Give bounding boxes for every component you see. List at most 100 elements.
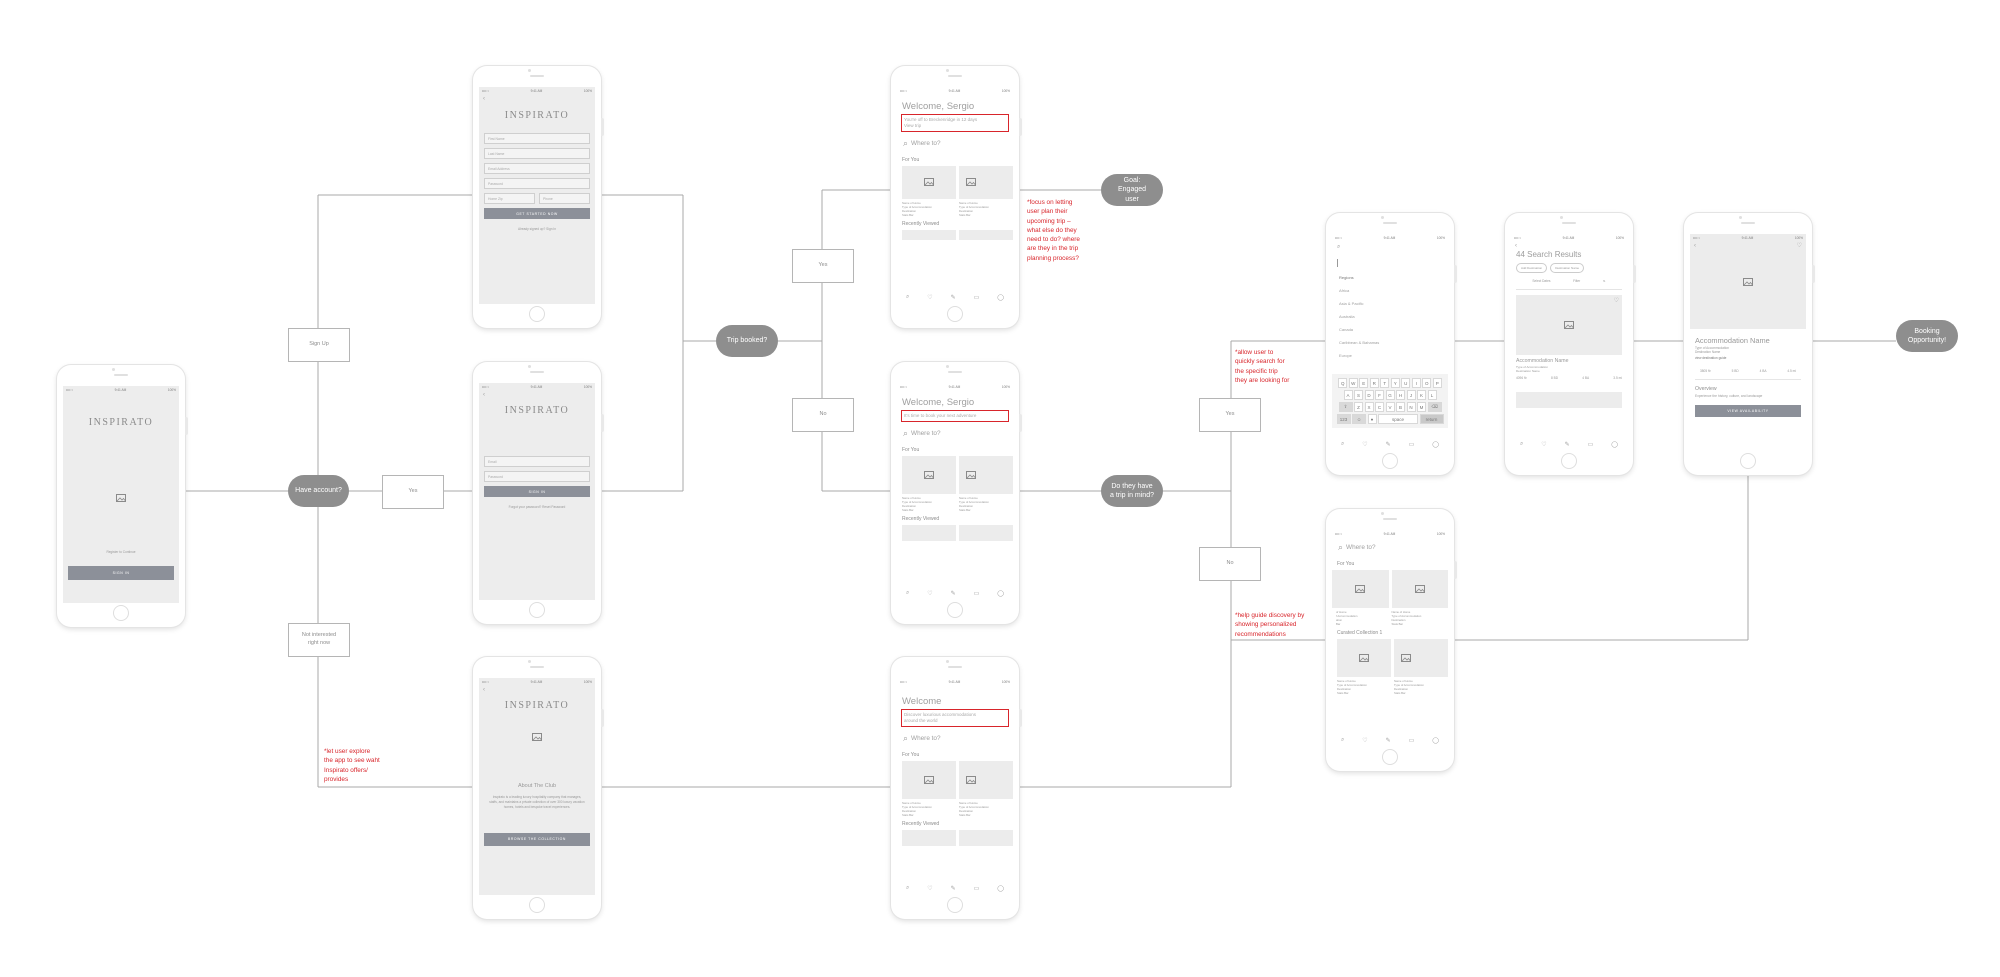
key[interactable]: H: [1396, 390, 1405, 400]
key[interactable]: P: [1432, 378, 1442, 388]
tab-plan-icon[interactable]: ✎: [1564, 441, 1570, 448]
tab-favorites-icon[interactable]: ♡: [927, 590, 933, 597]
region-item[interactable]: Australia: [1339, 314, 1355, 319]
select-dates-tab[interactable]: Select Dates: [1532, 279, 1551, 283]
result-image[interactable]: ♡: [1516, 295, 1622, 355]
emoji-key-icon[interactable]: ☺: [1352, 414, 1366, 424]
numbers-key[interactable]: 123: [1336, 414, 1351, 424]
key[interactable]: K: [1417, 390, 1426, 400]
key[interactable]: L: [1427, 390, 1437, 400]
accommodation-card[interactable]: Name of Home Type of Accommodation Desti…: [959, 760, 1013, 817]
sign-in-button[interactable]: SIGN IN: [68, 566, 174, 580]
key[interactable]: S: [1354, 390, 1363, 400]
tab-search-icon[interactable]: ⌕: [1519, 440, 1524, 447]
key[interactable]: I: [1411, 378, 1421, 388]
tab-profile-icon[interactable]: ◯: [997, 294, 1004, 301]
key[interactable]: T: [1380, 378, 1390, 388]
tab-plan-icon[interactable]: ✎: [950, 885, 956, 892]
password-field[interactable]: Password: [484, 471, 590, 482]
tab-favorites-icon[interactable]: ♡: [927, 885, 933, 892]
tab-trips-icon[interactable]: ▭: [973, 885, 980, 892]
email-field[interactable]: Email: [484, 456, 590, 467]
space-key[interactable]: space: [1378, 414, 1418, 424]
key[interactable]: A: [1343, 390, 1353, 400]
tab-trips-icon[interactable]: ▭: [1587, 441, 1594, 448]
tab-profile-icon[interactable]: ◯: [1432, 441, 1439, 448]
back-icon[interactable]: ‹: [483, 687, 485, 693]
tab-trips-icon[interactable]: ▭: [1408, 441, 1415, 448]
key[interactable]: N: [1406, 402, 1416, 412]
back-icon[interactable]: ‹: [1515, 243, 1517, 249]
key[interactable]: R: [1369, 378, 1379, 388]
last-name-field[interactable]: Last Name: [484, 148, 590, 159]
key[interactable]: G: [1385, 390, 1395, 400]
key[interactable]: B: [1396, 402, 1405, 412]
region-item[interactable]: Asia & Pacific: [1339, 301, 1364, 306]
return-key[interactable]: return: [1419, 414, 1444, 424]
tab-search-icon[interactable]: ⌕: [905, 884, 910, 891]
region-item[interactable]: Caribbean & Bahamas: [1339, 340, 1380, 345]
tab-trips-icon[interactable]: ▭: [973, 590, 980, 597]
heart-icon[interactable]: ♡: [1613, 298, 1619, 304]
key[interactable]: C: [1375, 402, 1384, 412]
back-icon[interactable]: ‹: [483, 96, 485, 102]
key[interactable]: W: [1348, 378, 1358, 388]
first-name-field[interactable]: First Name: [484, 133, 590, 144]
shift-key-icon[interactable]: ⇧: [1338, 402, 1353, 412]
key[interactable]: U: [1401, 378, 1411, 388]
get-started-button[interactable]: GET STARTED NOW: [484, 208, 590, 219]
phone-field[interactable]: Phone: [539, 193, 590, 204]
tab-plan-icon[interactable]: ✎: [1385, 737, 1391, 744]
view-availability-button[interactable]: VIEW AVAILABILITY: [1695, 404, 1801, 417]
key[interactable]: Z: [1354, 402, 1363, 412]
back-icon[interactable]: ‹: [1694, 243, 1696, 249]
tab-search-icon[interactable]: ⌕: [1340, 440, 1345, 447]
email-field[interactable]: Email Address: [484, 163, 590, 174]
accommodation-card[interactable]: Name of Home Type of Accommodation Desti…: [1391, 570, 1448, 626]
tab-favorites-icon[interactable]: ♡: [927, 294, 933, 301]
tab-plan-icon[interactable]: ✎: [1385, 441, 1391, 448]
sort-icon[interactable]: ⇅: [1602, 279, 1606, 283]
search-bar[interactable]: ⌕Where to?: [897, 727, 1013, 748]
search-input[interactable]: ⌕: [1332, 242, 1448, 253]
trip-message[interactable]: You're off to Breckenridge in 12 days Vi…: [901, 114, 1009, 132]
backspace-key-icon[interactable]: ⌫: [1427, 402, 1442, 412]
tab-favorites-icon[interactable]: ♡: [1541, 441, 1547, 448]
key[interactable]: Q: [1338, 378, 1348, 388]
tab-trips-icon[interactable]: ▭: [1408, 737, 1415, 744]
tab-profile-icon[interactable]: ◯: [1432, 737, 1439, 744]
search-bar[interactable]: ⌕Where to?: [1332, 538, 1448, 557]
add-destination-chip[interactable]: Add Destination: [1516, 263, 1548, 273]
discover-message[interactable]: Discover luxurious accommodations around…: [901, 709, 1009, 727]
mic-key-icon[interactable]: ●: [1367, 414, 1377, 424]
sign-in-button[interactable]: SIGN IN: [484, 486, 590, 497]
accommodation-card[interactable]: Name of Home Type of Accommodation Desti…: [902, 455, 956, 512]
accommodation-card[interactable]: Name of Home Type of Accommodation Desti…: [902, 760, 956, 817]
key[interactable]: V: [1385, 402, 1395, 412]
tab-search-icon[interactable]: ⌕: [1340, 736, 1345, 743]
sign-in-link[interactable]: Already signed up? Sign In: [517, 227, 557, 231]
accommodation-card[interactable]: Name of Home Type of Accommodation Desti…: [902, 165, 956, 217]
tab-favorites-icon[interactable]: ♡: [1362, 737, 1368, 744]
tab-trips-icon[interactable]: ▭: [973, 294, 980, 301]
region-item[interactable]: Canada: [1339, 327, 1354, 332]
region-item[interactable]: Europe: [1339, 353, 1352, 358]
adventure-message[interactable]: It's time to book your next adventure: [901, 410, 1009, 422]
key[interactable]: F: [1375, 390, 1384, 400]
key[interactable]: J: [1406, 390, 1416, 400]
accommodation-card[interactable]: Name of Home Type of Accommodation Desti…: [959, 455, 1013, 512]
search-bar[interactable]: ⌕Where to?: [897, 422, 1013, 443]
tab-profile-icon[interactable]: ◯: [1611, 441, 1618, 448]
key[interactable]: O: [1422, 378, 1432, 388]
accommodation-card[interactable]: Name of Home Type of Accommodation Desti…: [1394, 639, 1448, 695]
heart-icon[interactable]: ♡: [1796, 243, 1802, 249]
tab-plan-icon[interactable]: ✎: [950, 294, 956, 301]
search-bar[interactable]: ⌕Where to?: [897, 132, 1013, 153]
accommodation-card[interactable]: of Home f Accommodation ation Bar: [1332, 570, 1389, 626]
back-icon[interactable]: ‹: [483, 392, 485, 398]
destination-chip[interactable]: Destination Name: [1550, 263, 1585, 273]
password-field[interactable]: Password: [484, 178, 590, 189]
key[interactable]: D: [1364, 390, 1374, 400]
region-item[interactable]: Africa: [1339, 288, 1350, 293]
key[interactable]: E: [1359, 378, 1369, 388]
